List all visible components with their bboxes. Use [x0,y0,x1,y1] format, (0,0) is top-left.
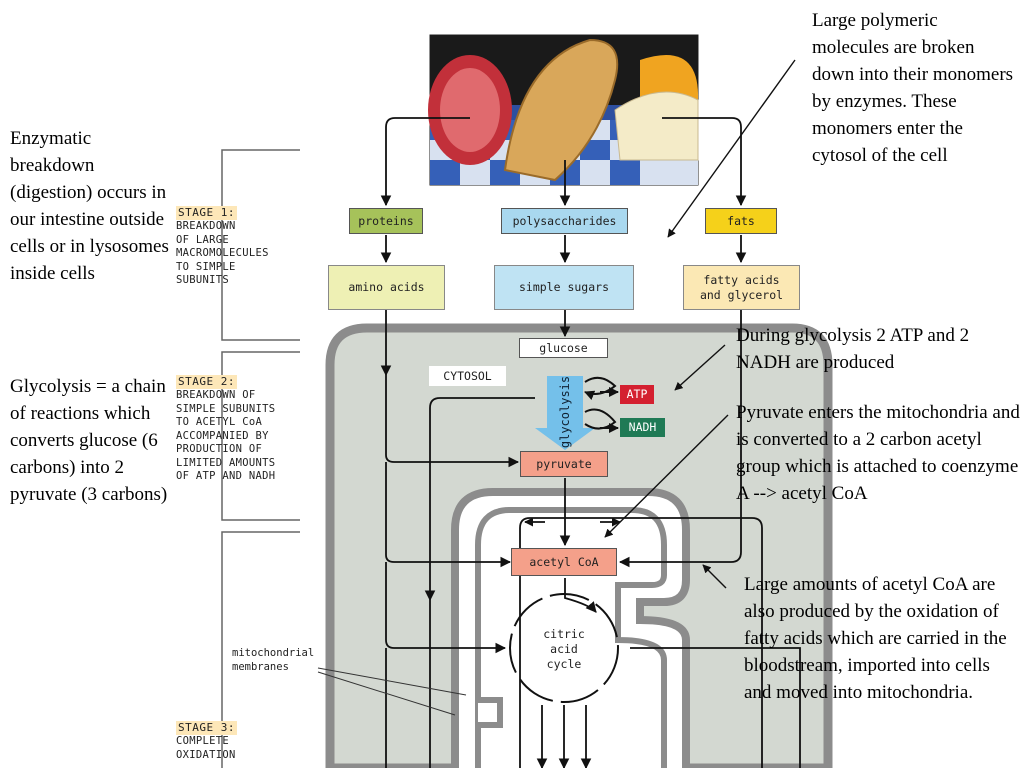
stage-3-tag: STAGE 3: [176,721,237,735]
stage-3-label: STAGE 3: COMPLETE OXIDATION [176,716,237,762]
fatty-acid-note: Large amounts of acetyl CoA are also pro… [744,574,1007,703]
acetyl-coa-box: acetyl CoA [511,548,617,576]
fats-box: fats [705,208,777,234]
polymer-note: Large polymeric molecules are broken dow… [812,10,1014,166]
inner-membrane-fold [478,697,503,728]
polysaccharides-box: polysaccharides [501,208,628,234]
stage-2-description: BREAKDOWN OF SIMPLE SUBUNITS TO ACETYL C… [176,389,276,482]
citric-acid-cycle-circle [509,593,619,703]
flow-lines [380,117,801,768]
stage-3-description: COMPLETE OXIDATION [176,735,236,761]
amino-acids-box: amino acids [328,265,445,310]
mitochondrion-inner-membrane [475,507,667,768]
stage-1-tag: STAGE 1: [176,206,237,220]
glycolysis-products-note: During glycolysis 2 ATP and 2 NADH are p… [736,325,970,373]
pyruvate-note: Pyruvate enters the mitochondria and is … [736,402,1020,504]
simple-sugars-box: simple sugars [494,265,634,310]
atp-box: ATP [620,385,654,404]
proteins-box: proteins [349,208,423,234]
pyruvate-box: pyruvate [520,451,608,477]
glucose-box: glucose [519,338,608,358]
glycolysis-label-wrap: glycolysis [541,376,589,448]
food-photo-icon [428,34,699,186]
stage-1-description: BREAKDOWN OF LARGE MACROMOLECULES TO SIM… [176,220,269,286]
stage-1-label: STAGE 1: BREAKDOWN OF LARGE MACROMOLECUL… [176,201,269,288]
glycolysis-note: Glycolysis = a chain of reactions which … [10,376,168,505]
glycolysis-label: glycolysis [558,375,572,449]
glycolysis-arrow [535,376,595,450]
stage-brackets [221,149,300,768]
digestion-note: Enzymatic breakdown (digestion) occurs i… [10,128,169,284]
fatty-acids-box: fatty acids and glycerol [683,265,800,310]
mitochondrial-membranes-label: mitochondrial membranes [232,647,315,673]
nadh-box: NADH [620,418,665,437]
cytosol-label: CYTOSOL [429,366,506,386]
citric-acid-cycle-label: citric acid cycle [543,626,585,671]
stage-2-tag: STAGE 2: [176,375,237,389]
stage-2-label: STAGE 2: BREAKDOWN OF SIMPLE SUBUNITS TO… [176,370,275,484]
